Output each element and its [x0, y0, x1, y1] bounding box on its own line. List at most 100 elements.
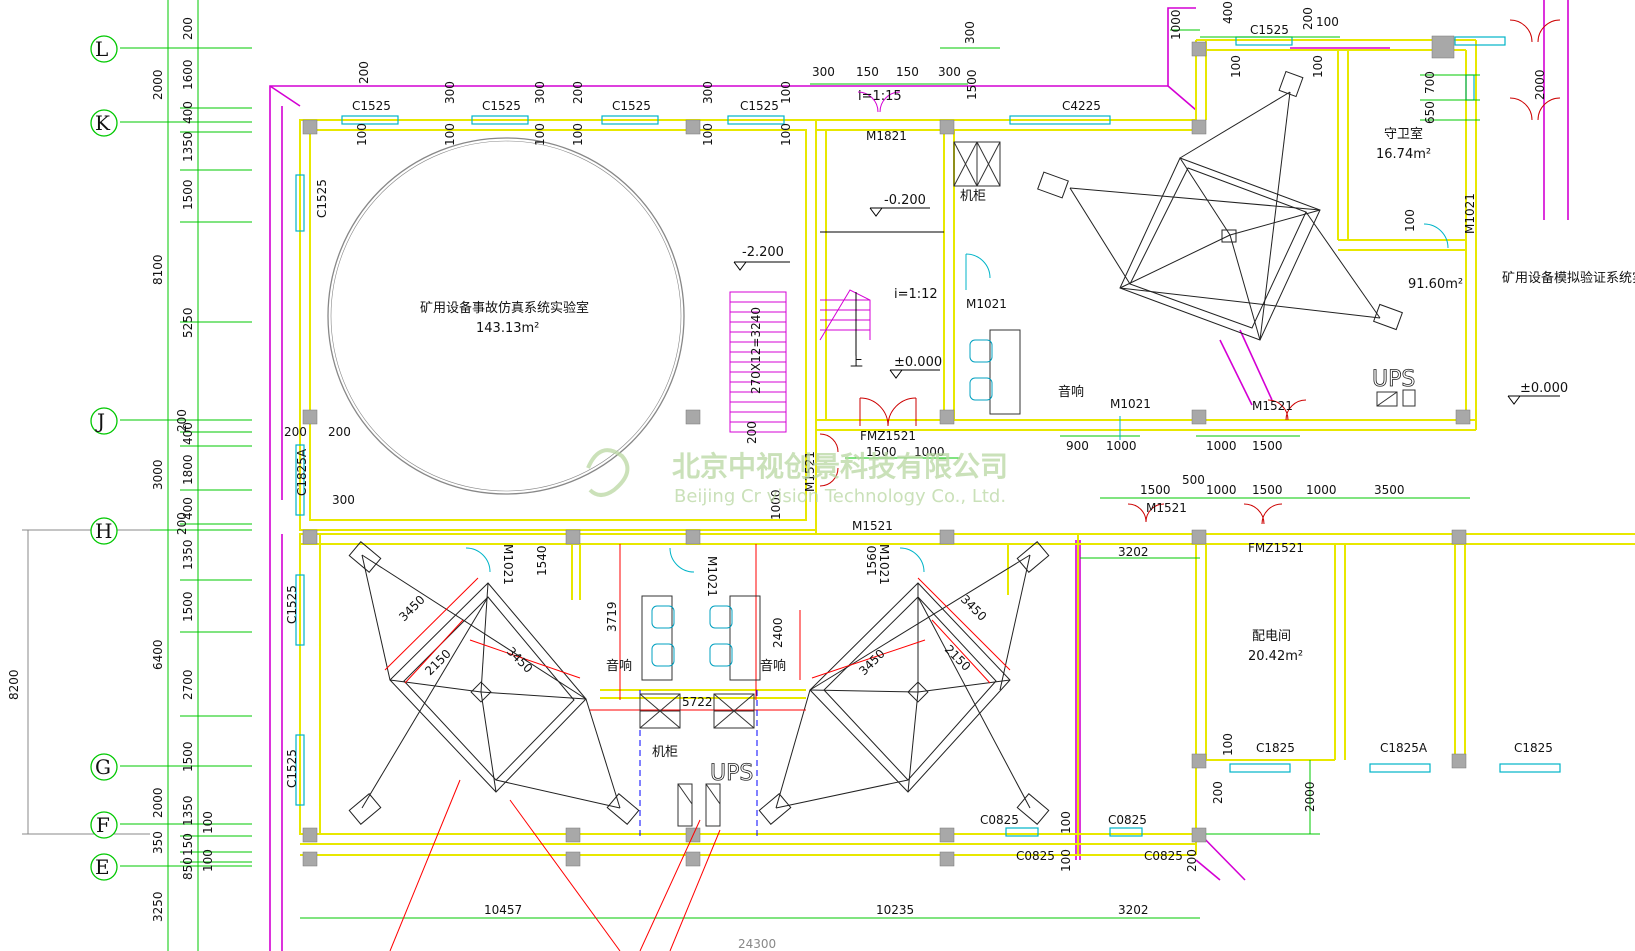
- win-c1525-west-2: C1525: [285, 585, 299, 624]
- dim-200-top-2: 200: [571, 81, 585, 104]
- dim-400-l3: 400: [181, 497, 195, 520]
- win-c1825-1: C1825: [1256, 741, 1295, 755]
- staircase: [729, 289, 871, 433]
- door-m1521-2: M1521: [803, 451, 817, 492]
- dim-24300: 24300: [738, 937, 776, 951]
- watermark: 北京中视创景科技有限公司 Beijing Cr vision Technolog…: [586, 448, 1008, 507]
- power-room-name: 配电间: [1252, 629, 1291, 644]
- door-m1021-1: M1021: [966, 297, 1007, 311]
- dim-1000-a: 1000: [1106, 439, 1137, 453]
- dim-1600-l1: 1600: [181, 59, 195, 90]
- dim-1500-row2-a: 1500: [1140, 483, 1171, 497]
- dim-300-top-2: 300: [533, 81, 547, 104]
- axis-8200-bracket: [22, 529, 150, 835]
- dim-1350-l1: 1350: [181, 131, 195, 162]
- speaker-label-top: 音响: [1058, 384, 1084, 400]
- dim-1350-l3: 1350: [181, 795, 195, 826]
- dim-300-b: 300: [938, 65, 961, 79]
- guard-room-name: 守卫室: [1384, 126, 1423, 142]
- door-fmz1521-1: FMZ1521: [860, 429, 916, 443]
- dim-5722: 5722: [682, 695, 713, 709]
- guard-room-area: 16.74m²: [1376, 147, 1431, 162]
- dim-650: 650: [1423, 101, 1437, 124]
- dim-350: 350: [151, 831, 165, 854]
- dim-100-top-7: 100: [779, 123, 793, 146]
- ups-top-right: [1376, 389, 1416, 407]
- dim-200-tr: 200: [1301, 7, 1315, 30]
- lab1-area: 143.13m²: [476, 321, 539, 336]
- dim-10235: 10235: [876, 903, 914, 917]
- door-m1021-6: M1021: [1463, 193, 1477, 234]
- dim-500: 500: [1182, 473, 1205, 487]
- dim-3450-a: 3450: [396, 593, 427, 624]
- dim-100-tr2: 100: [1311, 55, 1325, 78]
- door-m1021-3: M1021: [501, 544, 515, 585]
- elevation-4: ±0.000: [1520, 381, 1568, 396]
- dim-2150-b: 2150: [942, 642, 973, 673]
- dim-1500-l1: 1500: [181, 179, 195, 210]
- dim-100-top-3: 100: [443, 123, 457, 146]
- door-m1521-1: M1521: [1252, 399, 1293, 413]
- elevation-2: -2.200: [742, 245, 784, 260]
- dim-900: 900: [1066, 439, 1089, 453]
- win-c1525-west-3: C1525: [285, 749, 299, 788]
- win-c1825a-west: C1825A: [295, 448, 309, 496]
- dim-8200-text: 8200: [7, 669, 21, 700]
- cabinet-top: [953, 141, 1001, 187]
- dim-850: 850: [181, 857, 195, 880]
- dim-2000-l2: 2000: [151, 787, 165, 818]
- dim-1000-fmz: 1000: [914, 445, 945, 459]
- dim-100-top-4: 100: [533, 123, 547, 146]
- dim-1800: 1800: [181, 454, 195, 485]
- dim-1500-c: 1500: [965, 69, 979, 100]
- dim-2000-l1: 2000: [151, 69, 165, 100]
- dim-300-a: 300: [812, 65, 835, 79]
- dim-2400: 2400: [771, 617, 785, 648]
- dim-1000-b: 1000: [1206, 439, 1237, 453]
- dim-100-pw: 100: [1221, 733, 1235, 756]
- dim-200-l3: 200: [175, 512, 189, 535]
- cave-projection-top: [1037, 70, 1403, 341]
- grid-axis-H: H: [95, 519, 112, 543]
- ups-label-top: UPS: [1372, 367, 1415, 392]
- dim-5250: 5250: [181, 307, 195, 338]
- dim-200-j-a: 200: [284, 425, 307, 439]
- door-swings: [857, 91, 901, 113]
- dim-3500: 3500: [1374, 483, 1405, 497]
- dim-200-top-1: 200: [357, 61, 371, 84]
- left-dimension-texts: 200 2000 1600 400 1350 1500 8100 5250 20…: [151, 17, 215, 922]
- dim-1350-l2: 1350: [181, 539, 195, 570]
- dim-100-l2: 100: [201, 849, 215, 872]
- elevation-markers: [733, 207, 1560, 405]
- dim-1500-fmz: 1500: [866, 445, 897, 459]
- walls: [299, 39, 1635, 856]
- dim-100-b1: 100: [1059, 811, 1073, 834]
- console-desks-bottom: [641, 595, 761, 681]
- windows: [295, 36, 1561, 837]
- dim-300-top-3: 300: [701, 81, 715, 104]
- dim-300-j: 300: [332, 493, 355, 507]
- grid-axis-G: G: [95, 755, 111, 779]
- cabinet-label-bottom: 机柜: [652, 745, 678, 760]
- dim-200-j-b: 200: [328, 425, 351, 439]
- dim-3719: 3719: [605, 601, 619, 632]
- dim-100-tr3: 100: [1316, 15, 1339, 29]
- dim-3250: 3250: [151, 891, 165, 922]
- dim-2700: 2700: [181, 669, 195, 700]
- dim-1000-tr: 1000: [1169, 9, 1183, 40]
- dim-150: 150: [181, 833, 195, 856]
- dim-400-l2: 400: [181, 422, 195, 445]
- door-m1021-4: M1021: [705, 556, 719, 597]
- dim-300-top-1: 300: [443, 81, 457, 104]
- door-fmz1521-2: FMZ1521: [1248, 541, 1304, 555]
- win-c1525-3: C1525: [612, 99, 651, 113]
- dim-100-top-6: 100: [701, 123, 715, 146]
- dim-1000-row2-b: 1000: [1306, 483, 1337, 497]
- dim-200-l2: 200: [175, 409, 189, 432]
- dim-1560: 1560: [865, 545, 879, 576]
- dim-3450-c: 3450: [958, 592, 989, 623]
- dim-6400: 6400: [151, 639, 165, 670]
- elevation-1: -0.200: [884, 193, 926, 208]
- lab2-name: 矿用设备模拟验证系统实: [1502, 270, 1635, 286]
- cave-projection-left: [348, 541, 1031, 825]
